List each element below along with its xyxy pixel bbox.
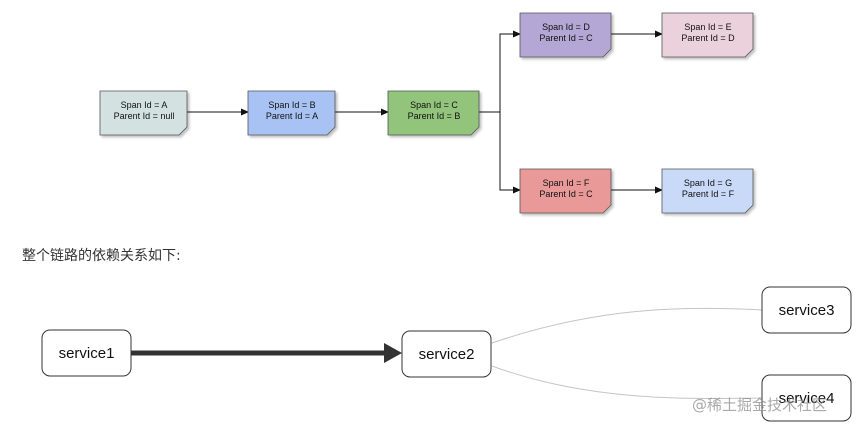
service-node-service2: service2 (401, 330, 492, 378)
span-note-a-box (99, 90, 188, 136)
span-g-id: Span Id = G (684, 178, 732, 188)
span-c-parent: Parent Id = B (408, 111, 461, 121)
service-graph-edges (131, 307, 763, 400)
service1-box (41, 329, 132, 377)
service4-label: service4 (779, 390, 835, 407)
span-g-parent: Parent Id = F (682, 189, 735, 199)
span-note-d: Span Id = D Parent Id = C (519, 12, 612, 58)
span-note-f: Span Id = F Parent Id = C (519, 168, 612, 214)
service-node-service1: service1 (41, 329, 132, 377)
span-f-parent: Parent Id = C (539, 189, 593, 199)
span-note-g: Span Id = G Parent Id = F (661, 168, 754, 214)
span-a-parent: Parent Id = null (114, 111, 175, 121)
edge-c-d (479, 30, 521, 113)
span-note-f-box (519, 168, 612, 214)
span-b-parent: Parent Id = A (266, 111, 318, 121)
service-node-service4: service4 (761, 374, 852, 422)
span-note-e-box (661, 12, 754, 58)
edge-service2-service3 (491, 307, 763, 344)
span-d-id: Span Id = D (542, 22, 590, 32)
span-note-b-box (247, 90, 336, 136)
edge-service2-service4 (491, 365, 763, 400)
span-a-id: Span Id = A (121, 100, 168, 110)
span-note-d-box (519, 12, 612, 58)
span-e-parent: Parent Id = D (681, 33, 735, 43)
span-c-id: Span Id = C (410, 100, 458, 110)
service-node-service3: service3 (761, 286, 852, 334)
service2-label: service2 (419, 346, 475, 363)
service2-box (401, 330, 492, 378)
span-note-g-box (661, 168, 754, 214)
span-b-id: Span Id = B (268, 100, 315, 110)
span-note-c-box (387, 90, 480, 136)
span-note-c: Span Id = C Parent Id = B (387, 90, 480, 136)
heavy-arrowhead-icon (384, 343, 402, 363)
span-f-id: Span Id = F (543, 178, 590, 188)
span-note-b: Span Id = B Parent Id = A (247, 90, 336, 136)
edge-c-f (499, 112, 521, 194)
span-note-a: Span Id = A Parent Id = null (99, 90, 188, 136)
service4-box (761, 374, 852, 422)
span-d-parent: Parent Id = C (539, 33, 593, 43)
span-tree-connectors (187, 30, 663, 194)
service1-label: service1 (59, 345, 115, 362)
span-e-id: Span Id = E (684, 22, 731, 32)
service3-label: service3 (779, 302, 835, 319)
span-note-e: Span Id = E Parent Id = D (661, 12, 754, 58)
watermark: @稀土掘金技术社区 (692, 396, 828, 414)
service3-box (761, 286, 852, 334)
dependency-caption: 整个链路的依赖关系如下: (22, 248, 181, 264)
